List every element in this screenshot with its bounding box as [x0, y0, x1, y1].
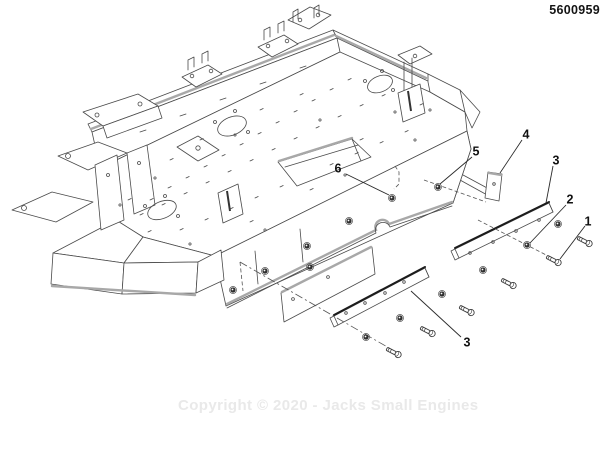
front-skirt-band [214, 130, 472, 307]
access-cover [176, 135, 220, 162]
hole-mark [393, 110, 397, 114]
flange-nut [362, 333, 370, 341]
callout-label-3: 3 [553, 154, 560, 168]
flange-nut [523, 241, 531, 249]
carriage-bolt [385, 347, 402, 359]
hanger-brackets [82, 4, 433, 139]
flange-nut [388, 194, 396, 202]
callout-leader-2 [529, 204, 567, 244]
slot-marks [127, 78, 424, 233]
assembly-axis-lines [239, 165, 555, 353]
callouts: 12 3 4 5 6 3 [335, 128, 592, 350]
hardware [229, 183, 593, 359]
part-number: 5600959 [549, 3, 600, 17]
flange-nut [396, 314, 404, 322]
hole-mark [153, 176, 157, 180]
flange-nut [261, 267, 269, 275]
baffle-strip-upper [450, 201, 554, 261]
flange-nut [434, 183, 442, 191]
watermark: Copyright © 2020 - Jacks Small Engines [178, 397, 479, 414]
deck-hole-marks [118, 78, 432, 246]
mower-deck-drawing [11, 4, 490, 309]
callout-leader-5 [439, 156, 473, 185]
front-baffle-plate [280, 245, 376, 323]
callout-label-3: 3 [464, 336, 471, 350]
discharge-ramp-plate [277, 136, 372, 187]
callout-label-5: 5 [473, 145, 480, 159]
hole-mark [343, 173, 347, 177]
callout-label-2: 2 [567, 193, 574, 207]
flange-nut [479, 266, 487, 274]
carriage-bolt [458, 305, 475, 317]
carriage-bolt [419, 326, 436, 338]
front-bumper [50, 219, 225, 297]
spindle-openings [143, 69, 395, 221]
callout-leader-3 [410, 290, 462, 338]
callout-leader-4 [499, 139, 523, 174]
callout-label-6: 6 [335, 162, 342, 176]
flange-nut [303, 242, 311, 250]
baffle-strip-lower [329, 266, 430, 328]
hole-mark [428, 108, 432, 112]
hole-mark [413, 138, 417, 142]
hole-mark [233, 133, 237, 137]
flange-nut [229, 286, 237, 294]
callout-leader-6 [345, 173, 390, 196]
exploded-parts: 12 3 4 5 6 3 [229, 128, 593, 359]
hole-mark [188, 242, 192, 246]
callout-label-4: 4 [523, 128, 530, 142]
flange-nut [438, 290, 446, 298]
carriage-bolt [500, 278, 517, 290]
callout-leader-1 [559, 225, 586, 260]
flange-nut [345, 217, 353, 225]
callout-label-1: 1 [585, 215, 592, 229]
callout-leader-3 [545, 165, 554, 204]
flange-nut [554, 220, 562, 228]
flange-nut [306, 263, 314, 271]
side-plate [484, 171, 503, 202]
left-caster-brackets [11, 141, 156, 231]
hole-mark [263, 228, 267, 232]
hole-mark [318, 118, 322, 122]
hole-mark [118, 203, 122, 207]
carriage-bolt [576, 236, 593, 248]
carriage-bolt [545, 255, 562, 267]
